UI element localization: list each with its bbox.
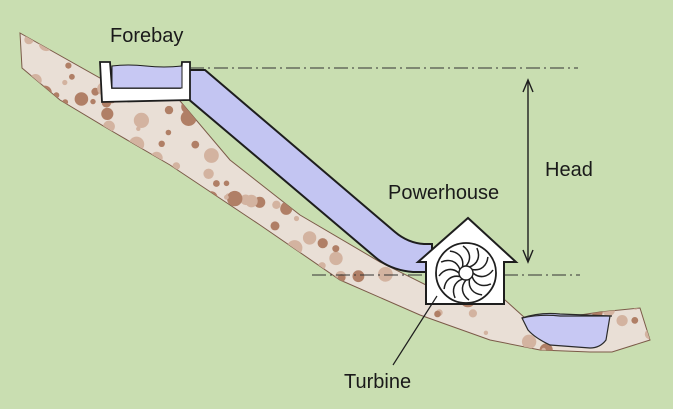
turbine-rotor-icon xyxy=(435,242,497,304)
turbine-blade xyxy=(472,269,494,278)
turbine-blade xyxy=(449,250,464,268)
double-headed-arrow-icon xyxy=(522,78,534,264)
turbine-blade xyxy=(440,259,461,270)
turbine-blade xyxy=(461,279,470,301)
pebble xyxy=(378,266,393,282)
forebay-basin xyxy=(99,61,191,103)
pebble xyxy=(191,140,200,149)
pebble xyxy=(293,215,300,222)
head-label: Head xyxy=(545,159,593,181)
pebble xyxy=(616,315,628,327)
pebble xyxy=(631,317,639,324)
pebble xyxy=(521,334,537,349)
turbine-blade xyxy=(438,268,460,277)
turbine-blade xyxy=(452,278,463,299)
pebble xyxy=(332,245,340,253)
pebble xyxy=(434,310,441,318)
turbine-blade xyxy=(471,256,489,271)
pebble xyxy=(317,238,328,249)
turbine-leader-line xyxy=(392,295,438,366)
pebble xyxy=(227,190,243,207)
pebble xyxy=(468,309,477,318)
pebble xyxy=(203,168,214,179)
pebble xyxy=(172,162,181,170)
pebble xyxy=(158,140,165,147)
forebay-label: Forebay xyxy=(110,25,183,47)
pebble xyxy=(164,105,174,115)
pebble xyxy=(223,180,230,187)
pebble xyxy=(101,107,114,120)
pebble xyxy=(74,92,89,106)
pebble xyxy=(213,180,220,187)
turbine-label: Turbine xyxy=(344,371,411,393)
pebble xyxy=(352,270,365,283)
pebble xyxy=(245,194,258,208)
powerhouse-label: Powerhouse xyxy=(388,182,499,204)
turbine-blade xyxy=(443,275,461,290)
pebble xyxy=(91,87,100,96)
turbine-blade xyxy=(468,278,483,296)
pebble xyxy=(65,62,72,69)
turbine-blade xyxy=(471,276,492,287)
forebay-water xyxy=(111,64,183,89)
pebble xyxy=(329,251,343,266)
turbine-blade xyxy=(469,247,480,268)
tailrace-surface xyxy=(521,314,612,319)
pebble xyxy=(302,231,317,245)
pebble xyxy=(69,73,75,80)
pebble xyxy=(270,221,280,231)
turbine-blade xyxy=(462,245,471,267)
pebble xyxy=(165,129,172,136)
pebble xyxy=(539,343,553,352)
pebble xyxy=(62,79,68,86)
pebble xyxy=(224,194,229,200)
soil-layer xyxy=(19,32,651,353)
pebble xyxy=(133,112,149,128)
pebble xyxy=(483,330,489,335)
pebble xyxy=(272,200,281,209)
tailrace-water xyxy=(521,312,611,349)
pebble xyxy=(90,98,96,105)
pebble xyxy=(204,148,219,163)
